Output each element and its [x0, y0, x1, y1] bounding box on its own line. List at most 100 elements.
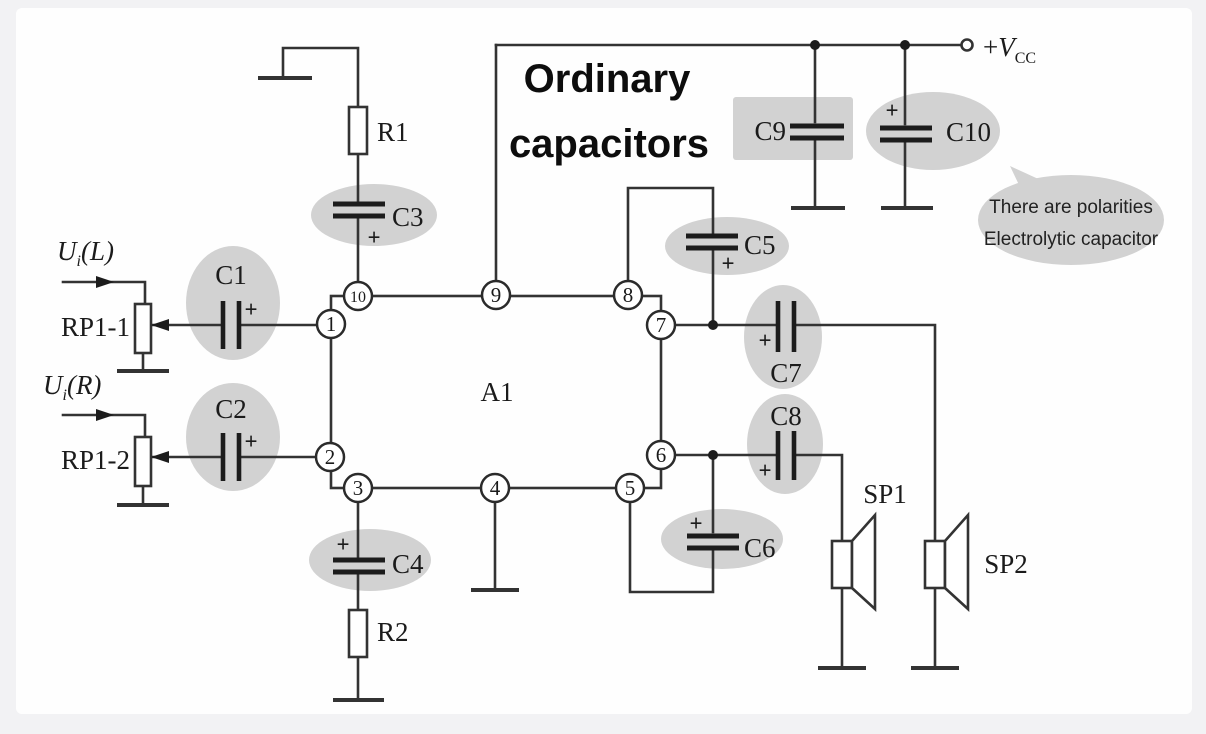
c2-plus: +: [244, 429, 257, 454]
junction-c5-c7: [708, 320, 718, 330]
c10-highlight: [866, 92, 1000, 170]
sp2-label: SP2: [984, 549, 1028, 579]
ic-pin-5-number: 5: [625, 476, 636, 500]
ic-pin-2-number: 2: [325, 445, 336, 469]
capacitor-c4: + C4: [333, 532, 424, 579]
capacitor-c9: C9: [754, 116, 844, 146]
c1-label: C1: [215, 260, 247, 290]
wire-input-right: [61, 413, 147, 439]
input-left-label: Ui(L): [57, 236, 114, 270]
rp1-1-label: RP1-1: [61, 312, 130, 342]
ic-pin-5: 5: [614, 472, 646, 504]
c6-plus: +: [689, 511, 702, 536]
rp1-2-label: RP1-2: [61, 445, 130, 475]
c6-highlight: [661, 509, 783, 569]
capacitor-c5: + C5: [686, 230, 776, 276]
input-right-arrowhead: [96, 409, 114, 421]
c3-plus: +: [367, 225, 380, 250]
title: Ordinary capacitors: [509, 57, 709, 166]
ic-pin-7: 7: [645, 309, 677, 341]
c4-label: C4: [392, 549, 424, 579]
c1-highlight: [186, 246, 280, 360]
ic-pin-8-number: 8: [623, 283, 634, 307]
sp1-label: SP1: [863, 479, 907, 509]
ground-symbols: [117, 76, 959, 702]
speaker-sp1: SP1: [830, 479, 907, 612]
c6-label: C6: [744, 533, 776, 563]
r2-label: R2: [377, 617, 409, 647]
ic-pin-10-number: 10: [350, 289, 366, 306]
title-line1: Ordinary: [524, 57, 691, 101]
rp1-2-wiper-arrow: [151, 451, 169, 463]
r1-body: [347, 105, 369, 156]
ic-pin-9-number: 9: [491, 283, 502, 307]
sp2-body: [923, 539, 947, 590]
ic-a1: A1 1 2 3 4 5 6 7 8: [314, 279, 677, 504]
c8-highlight: [747, 394, 823, 494]
c2-highlight: [186, 383, 280, 491]
junction-c9: [810, 40, 820, 50]
ic-pin-1: 1: [315, 308, 347, 340]
wire-pin8-to-c5: [626, 186, 715, 284]
ic-pin-2: 2: [314, 441, 346, 473]
ic-pin-8: 8: [612, 279, 644, 311]
c10-label: C10: [946, 117, 991, 147]
sp1-cone: [850, 511, 877, 612]
rp1-1-wiper-arrow: [151, 319, 169, 331]
ic-pin-7-number: 7: [656, 313, 667, 337]
c7-highlight: [744, 285, 822, 389]
potentiometer-rp1-2: RP1-2: [61, 435, 169, 488]
c7-plus: +: [758, 328, 771, 353]
title-line2: capacitors: [509, 122, 709, 166]
capacitor-c2: + C2: [215, 394, 258, 481]
callout-body: [978, 175, 1164, 265]
c9-label: C9: [754, 116, 786, 146]
capacitor-c3: + C3: [333, 201, 424, 250]
junction-c10: [900, 40, 910, 50]
input-left-arrowhead: [96, 276, 114, 288]
capacitor-c7: + C7: [758, 301, 802, 388]
wire-input-left: [61, 280, 147, 306]
ic-pin-6: 6: [645, 439, 677, 471]
ic-pin-4-number: 4: [490, 476, 501, 500]
ic-pin-9: 9: [480, 279, 512, 311]
ic-pin-3-number: 3: [353, 476, 364, 500]
input-right: Ui(R): [43, 370, 114, 421]
ic-pin-1-number: 1: [326, 312, 337, 336]
capacitor-c10: + C10: [880, 98, 991, 147]
potentiometer-rp1-1: RP1-1: [61, 302, 169, 355]
callout-line2: Electrolytic capacitor: [984, 229, 1159, 250]
c7-label: C7: [770, 358, 802, 388]
vcc-terminal: [960, 38, 974, 52]
c1-plus: +: [244, 297, 257, 322]
diagram-background: [16, 8, 1192, 714]
resistor-r2: R2: [347, 608, 409, 659]
speaker-sp2: SP2: [923, 511, 1028, 612]
junction-c6-c8: [708, 450, 718, 460]
ic-pin-10: 10: [342, 280, 374, 312]
sp1-body: [830, 539, 854, 590]
capacitor-c1: + C1: [215, 260, 258, 349]
c8-label: C8: [770, 401, 802, 431]
c5-label: C5: [744, 230, 776, 260]
c8-plus: +: [758, 458, 771, 483]
c4-plus: +: [336, 532, 349, 557]
wire-c6-to-pin5: [628, 500, 715, 594]
rp1-1-body: [133, 302, 153, 355]
r1-label: R1: [377, 117, 409, 147]
input-right-label: Ui(R): [43, 370, 101, 404]
wire-r1-top-ground-hook: [281, 46, 360, 109]
sp2-cone: [943, 511, 970, 612]
r2-body: [347, 608, 369, 659]
c3-label: C3: [392, 202, 424, 232]
ic-a1-label: A1: [481, 377, 514, 407]
input-left: Ui(L): [57, 236, 114, 288]
callout-bubble: There are polarities Electrolytic capaci…: [978, 166, 1164, 265]
capacitor-c6: + C6: [687, 511, 776, 563]
resistor-r1: R1: [347, 105, 409, 156]
ic-pin-4: 4: [479, 472, 511, 504]
callout-line1: There are polarities: [989, 197, 1153, 218]
ic-pin-3: 3: [342, 472, 374, 504]
